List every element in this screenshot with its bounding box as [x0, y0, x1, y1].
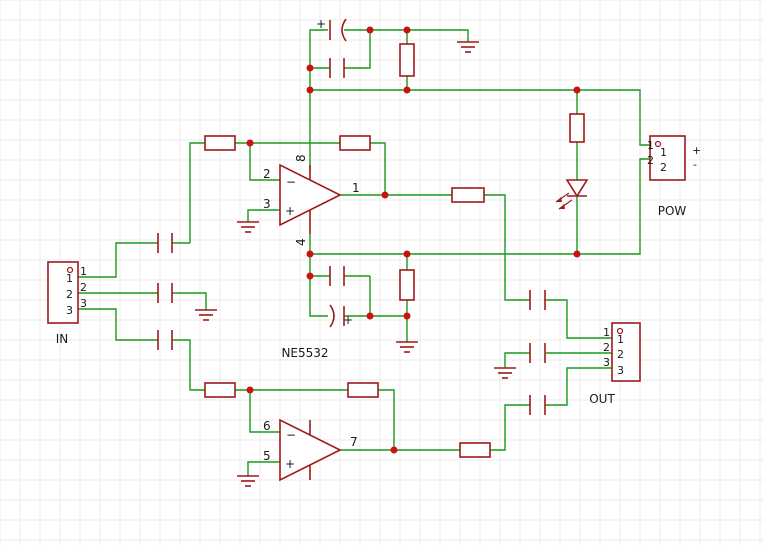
capacitor-c1: [157, 233, 173, 253]
pow-plus-label: +: [692, 144, 701, 157]
junction-dot: [573, 250, 581, 258]
pin1-marker-icon: [654, 140, 662, 148]
capacitor-c3: [157, 330, 173, 350]
junction-dot: [306, 64, 314, 72]
junction-dot: [306, 272, 314, 280]
junction-dot: [403, 26, 411, 34]
junction-dot: [573, 86, 581, 94]
junction-dot: [246, 139, 254, 147]
junction-dot: [403, 312, 411, 320]
opamp-a-pin-plus: 3: [263, 197, 271, 211]
capacitor-c7: [529, 343, 546, 363]
opamp-a-pin-out: 1: [352, 181, 360, 195]
pow-pin2-outer: 2: [647, 154, 654, 167]
ground-icon: [195, 309, 217, 321]
ground-icon: [237, 221, 259, 233]
cap-plus-sign-bottom: +: [343, 313, 353, 327]
led-emission-arrows-icon: [555, 192, 573, 210]
junction-dot: [246, 386, 254, 394]
opamp-b-pin-plus: 5: [263, 449, 271, 463]
electrolytic-capacitor-top: +: [316, 17, 347, 42]
opamp-b-pin-out: 7: [350, 435, 358, 449]
in-connector-label: IN: [56, 332, 69, 346]
connector-pow: 1 1 2 2 + - POW: [647, 135, 701, 218]
pow-pin1-outer: 1: [647, 139, 654, 152]
ground-symbols: [195, 41, 516, 487]
pin1-marker-icon: [616, 327, 624, 335]
resistor-r1: [204, 135, 236, 151]
junction-dot: [366, 312, 374, 320]
connector-out: 1 1 2 2 3 3 OUT: [589, 322, 641, 406]
junction-dot: [306, 250, 314, 258]
resistor-r4: [399, 43, 415, 77]
pow-pin2-inner: 2: [660, 161, 667, 174]
junctions: [246, 26, 581, 454]
capacitors: + +: [157, 17, 546, 415]
chip-label: NE5532: [281, 346, 328, 360]
in-pin1-outer: 1: [80, 265, 87, 278]
resistor-r8: [347, 382, 379, 398]
out-pin3-outer: 3: [603, 356, 610, 369]
resistor-r3: [451, 187, 485, 203]
pin1-marker-icon: [66, 266, 74, 274]
opamp-b-minus-sign: −: [286, 428, 296, 442]
in-pin2-inner: 2: [66, 288, 73, 301]
capacitor-c6: [529, 290, 546, 310]
resistor-r2: [339, 135, 371, 151]
opamp-b-plus-sign: +: [285, 457, 295, 471]
capacitor-c5: [329, 266, 345, 286]
ground-icon: [457, 41, 479, 53]
opamp-a-pin-minus: 2: [263, 167, 271, 181]
resistor-r6: [569, 113, 585, 143]
connector-in: 1 1 2 2 3 3 IN: [47, 261, 87, 346]
out-pin1-inner: 1: [617, 333, 624, 346]
resistors: [204, 43, 585, 458]
pow-minus-label: -: [693, 158, 697, 171]
out-pin2-inner: 2: [617, 348, 624, 361]
out-pin3-inner: 3: [617, 364, 624, 377]
ground-icon: [237, 475, 259, 487]
in-pin1-inner: 1: [66, 272, 73, 285]
out-connector-label: OUT: [589, 392, 615, 406]
ground-icon: [494, 367, 516, 379]
led-indicator: [555, 179, 589, 210]
pow-pin1-inner: 1: [660, 146, 667, 159]
opamp-b: − + 6 5 7: [263, 418, 358, 482]
in-pin2-outer: 2: [80, 281, 87, 294]
opamp-a-plus-sign: +: [285, 204, 295, 218]
junction-dot: [403, 86, 411, 94]
capacitor-c2: [157, 283, 173, 303]
opamp-a-pin-vcc: 8: [294, 154, 308, 162]
in-pin3-inner: 3: [66, 304, 73, 317]
out-pin2-outer: 2: [603, 341, 610, 354]
capacitor-c8: [529, 395, 546, 415]
opamp-a-pin-gnd: 4: [294, 238, 308, 246]
junction-dot: [366, 26, 374, 34]
resistor-r5: [399, 269, 415, 301]
electrolytic-capacitor-bottom: +: [329, 304, 353, 328]
opamp-a: − + 2 3 1 8 4: [263, 154, 360, 246]
resistor-r9: [459, 442, 491, 458]
out-pin1-outer: 1: [603, 326, 610, 339]
opamp-a-minus-sign: −: [286, 175, 296, 189]
wires: [78, 29, 650, 476]
cap-plus-sign-top: +: [316, 17, 326, 31]
junction-dot: [390, 446, 398, 454]
junction-dot: [403, 250, 411, 258]
ground-icon: [396, 341, 418, 353]
junction-dot: [381, 191, 389, 199]
pow-connector-label: POW: [658, 204, 687, 218]
junction-dot: [306, 86, 314, 94]
resistor-r7: [204, 382, 236, 398]
opamp-b-pin-minus: 6: [263, 419, 271, 433]
capacitor-c4: [329, 58, 345, 78]
in-pin3-outer: 3: [80, 297, 87, 310]
